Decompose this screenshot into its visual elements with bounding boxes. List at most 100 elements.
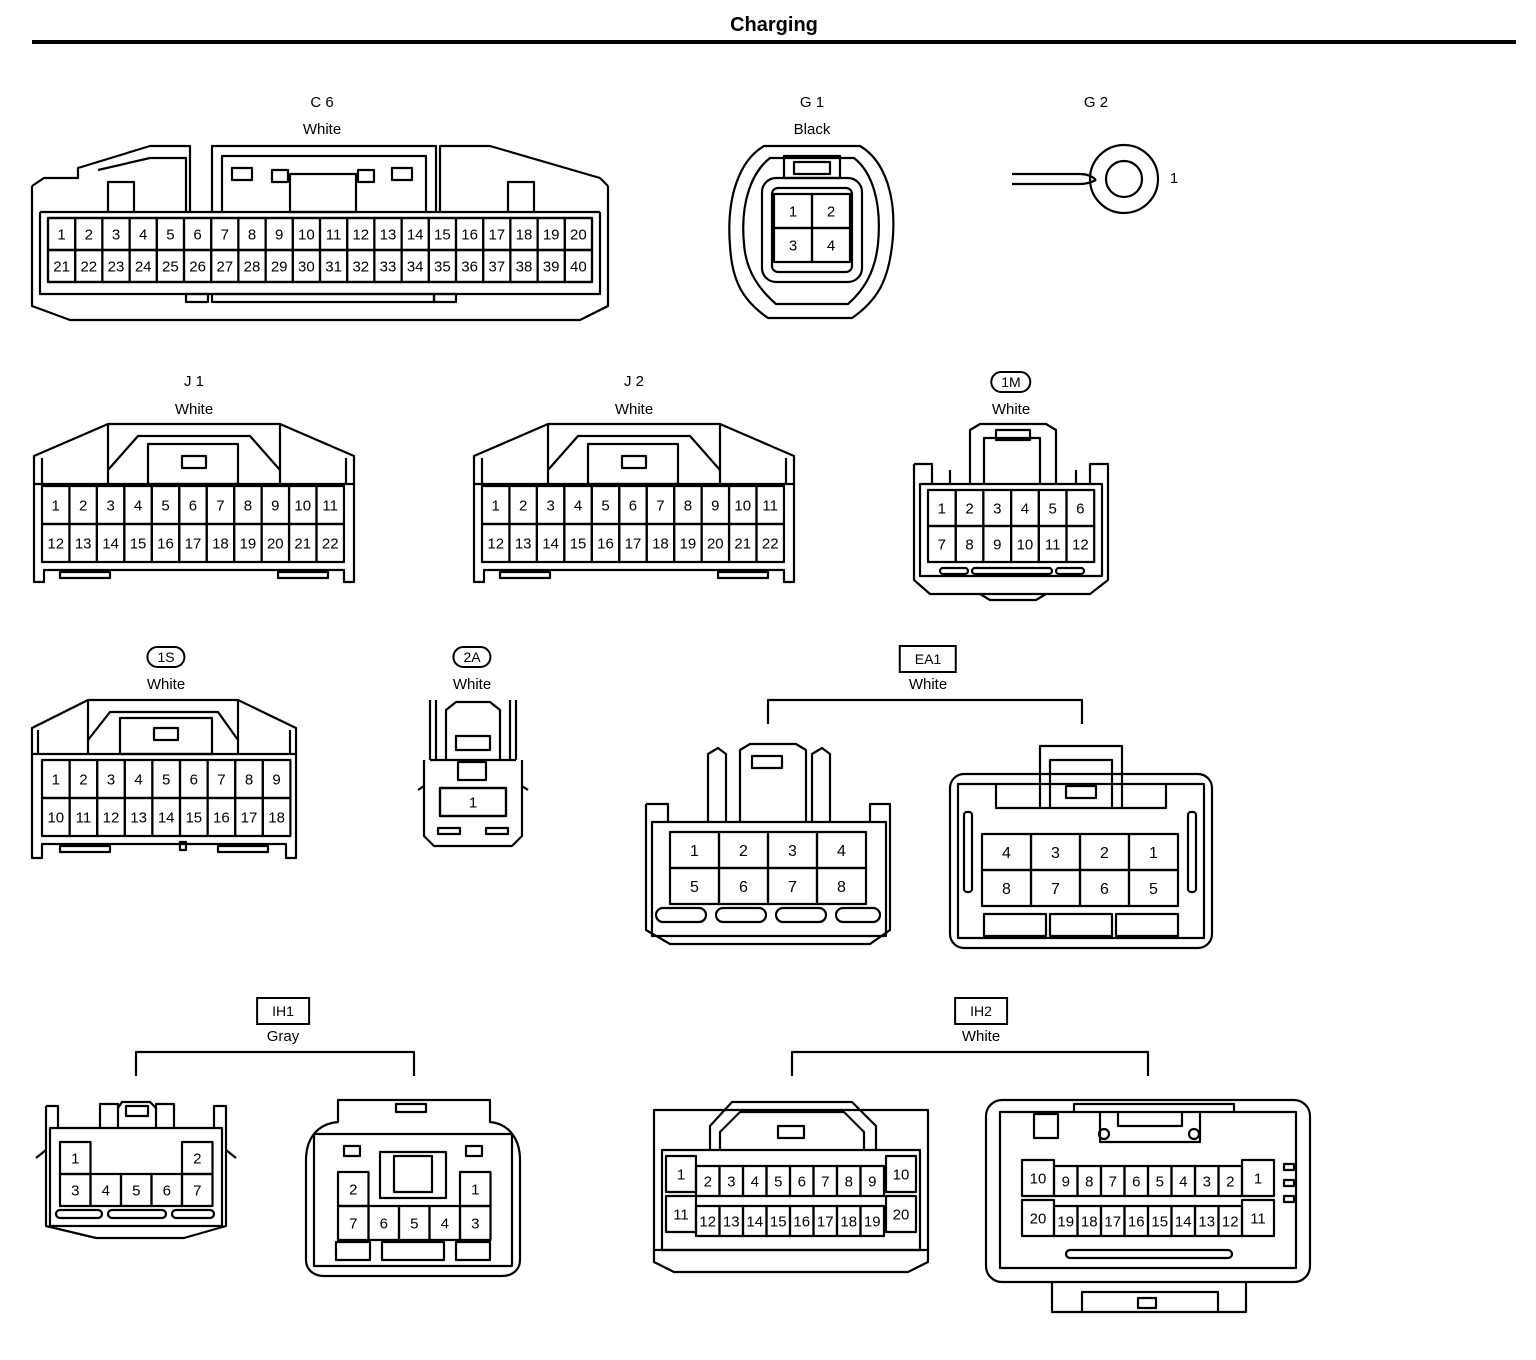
pin-number: 17 xyxy=(1104,1213,1121,1230)
pin-number: 3 xyxy=(471,1215,479,1232)
pin-number: 12 xyxy=(1222,1213,1239,1230)
pin-number: 10 xyxy=(1017,536,1034,553)
1s-code-badge: 1S xyxy=(146,646,186,668)
pin-number: 16 xyxy=(1128,1213,1145,1230)
pin-number: 4 xyxy=(1179,1173,1187,1190)
pin-number: 15 xyxy=(770,1213,787,1230)
2a-code-badge: 2A xyxy=(452,646,492,668)
pin-number: 11 xyxy=(322,497,338,514)
pin-number: 17 xyxy=(185,535,202,552)
pin-number: 10 xyxy=(294,497,311,514)
pin-cavity xyxy=(815,866,868,906)
pin-cavity xyxy=(1065,524,1096,564)
pin-number: 19 xyxy=(680,535,697,552)
ih2-right-housing xyxy=(984,1098,1312,1314)
pin-number: 1 xyxy=(469,794,477,811)
pin-number: 10 xyxy=(734,497,751,514)
pin-number: 30 xyxy=(298,258,315,275)
pin-number: 5 xyxy=(161,497,169,514)
pin-number: 31 xyxy=(325,258,342,275)
pin-number: 16 xyxy=(213,809,230,826)
j2-color-label: White xyxy=(614,401,654,418)
ih1-left-housing xyxy=(35,1100,237,1240)
pin-number: 20 xyxy=(570,226,587,243)
pin-number: 8 xyxy=(965,536,973,553)
pin-cavity xyxy=(180,1172,214,1208)
g1-connector-housing xyxy=(728,144,895,320)
pin-number: 23 xyxy=(108,258,125,275)
pin-number: 7 xyxy=(193,1182,201,1199)
c6-code-label: C 6 xyxy=(310,94,334,111)
pin-cavity xyxy=(884,1154,918,1194)
pin-number: 9 xyxy=(993,536,1001,553)
pin-number: 5 xyxy=(162,771,170,788)
pin-number: 19 xyxy=(543,226,560,243)
pin-number: 22 xyxy=(80,258,97,275)
pin-number: 15 xyxy=(570,535,587,552)
pin-cavity xyxy=(438,786,508,818)
pin-number: 4 xyxy=(1002,845,1011,862)
pin-number: 9 xyxy=(275,226,283,243)
pin-number: 8 xyxy=(837,879,846,896)
pin-number: 1 xyxy=(938,500,946,517)
pin-number: 18 xyxy=(652,535,669,552)
pin-number: 16 xyxy=(157,535,174,552)
pin-number: 7 xyxy=(217,771,225,788)
pin-number: 12 xyxy=(352,226,369,243)
ea1-bracket xyxy=(766,698,1084,724)
pin-number: 5 xyxy=(601,497,609,514)
pin-number: 9 xyxy=(868,1173,876,1190)
pin-cavity xyxy=(1240,1158,1276,1198)
ih1-color-label: Gray xyxy=(266,1028,300,1045)
pin-number: 20 xyxy=(267,535,284,552)
pin-number: 7 xyxy=(821,1173,829,1190)
pin-number: 11 xyxy=(762,497,778,514)
pin-number: 15 xyxy=(130,535,147,552)
j1-connector-housing xyxy=(32,422,356,584)
pin-number: 6 xyxy=(739,879,748,896)
pin-number: 3 xyxy=(112,226,120,243)
pin-number: 14 xyxy=(746,1213,763,1230)
pin-number: 4 xyxy=(134,771,142,788)
2a-connector-housing xyxy=(417,700,529,848)
pin-number: 15 xyxy=(185,809,202,826)
pin-number: 17 xyxy=(241,809,258,826)
pin-number: 33 xyxy=(380,258,397,275)
pin-number: 12 xyxy=(487,535,504,552)
pin-number: 11 xyxy=(326,226,342,243)
pin-number: 1 xyxy=(1254,1170,1262,1187)
ea1-color-label: White xyxy=(908,676,948,693)
pin-number: 39 xyxy=(543,258,560,275)
pin-number: 17 xyxy=(817,1213,834,1230)
pin-number: 6 xyxy=(380,1215,388,1232)
pin-number: 20 xyxy=(707,535,724,552)
pin-cavity xyxy=(859,1204,886,1238)
ih2-left-housing xyxy=(652,1100,930,1274)
pin-number: 1 xyxy=(677,1166,685,1183)
pin-number: 12 xyxy=(1072,536,1089,553)
pin-number: 7 xyxy=(1051,881,1060,898)
pin-number: 11 xyxy=(673,1206,689,1223)
pin-number: 21 xyxy=(734,535,751,552)
pin-number: 26 xyxy=(189,258,206,275)
pin-number: 2 xyxy=(1100,845,1109,862)
pin-number: 1 xyxy=(789,203,797,220)
pin-number: 16 xyxy=(793,1213,810,1230)
pin-number: 1 xyxy=(57,226,65,243)
1m-color-label: White xyxy=(991,401,1031,418)
pin-number: 2 xyxy=(79,497,87,514)
pin-number: 9 xyxy=(272,771,280,788)
pin-number: 5 xyxy=(410,1215,418,1232)
j2-connector-housing xyxy=(472,422,796,584)
pin-number: 27 xyxy=(216,258,233,275)
pin-number: 4 xyxy=(837,843,846,860)
pin-number: 10 xyxy=(893,1166,910,1183)
pin-number: 4 xyxy=(1021,500,1029,517)
1s-color-label: White xyxy=(146,676,186,693)
